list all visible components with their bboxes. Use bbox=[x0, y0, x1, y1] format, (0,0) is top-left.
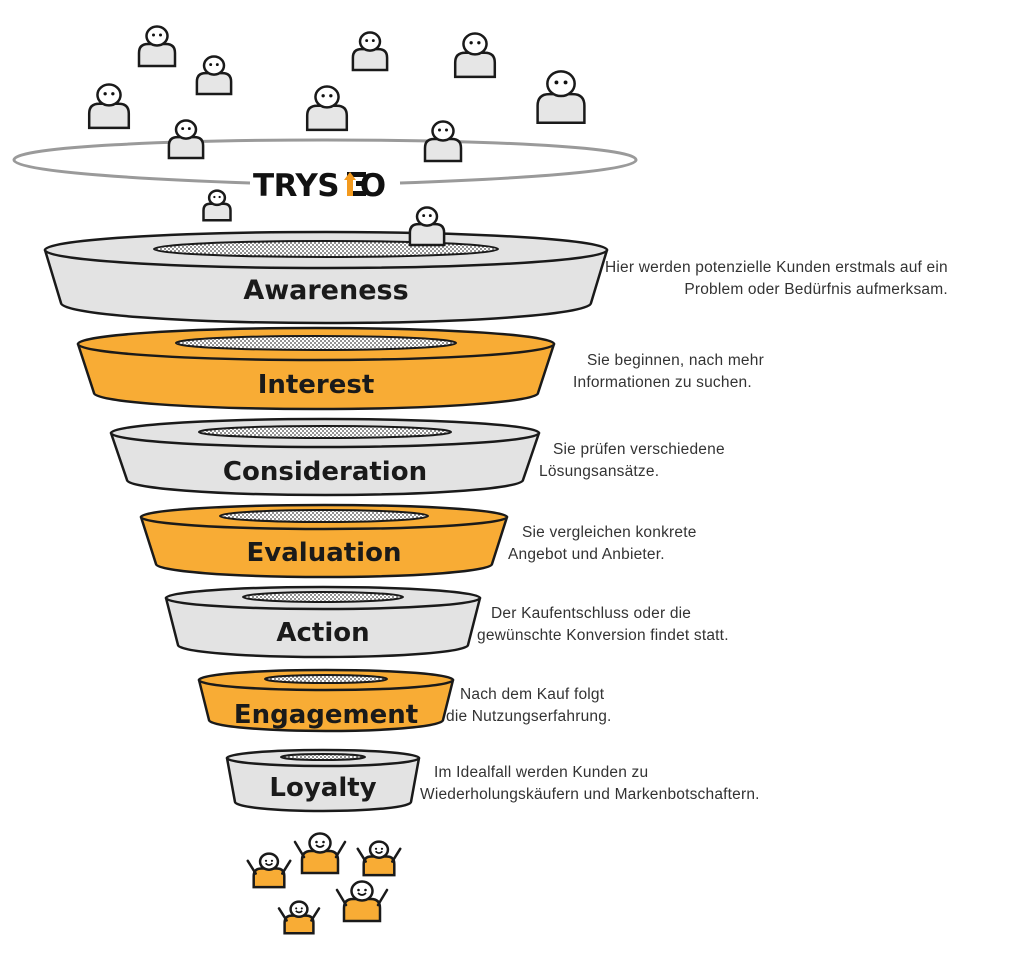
description-line: Der Kaufentschluss oder die bbox=[491, 605, 692, 622]
happy-customer-icon bbox=[335, 880, 389, 923]
stage-label: Engagement bbox=[234, 700, 418, 730]
description-line: Lösungsansätze. bbox=[539, 463, 660, 480]
description-line: Hier werden potenzielle Kunden erstmals … bbox=[605, 259, 948, 276]
person-icon bbox=[195, 55, 233, 96]
description-line: gewünschte Konversion findet statt. bbox=[477, 627, 729, 644]
description-line: die Nutzungserfahrung. bbox=[446, 708, 612, 725]
stage-awareness: Awareness bbox=[43, 230, 609, 325]
customers-group bbox=[246, 832, 402, 935]
description-line: Sie beginnen, nach mehr bbox=[587, 352, 764, 369]
stage-label: Awareness bbox=[243, 275, 408, 306]
description-line: Im Idealfall werden Kunden zu bbox=[434, 764, 649, 781]
person-icon bbox=[351, 31, 389, 72]
happy-customer-icon bbox=[277, 900, 321, 935]
description-line: Sie prüfen verschiedene bbox=[553, 441, 725, 458]
person-icon bbox=[87, 83, 131, 130]
tryseo-logo: TRYSEO bbox=[253, 168, 386, 204]
person-icon bbox=[202, 189, 232, 222]
happy-customer-icon bbox=[246, 852, 292, 889]
stage-label: Action bbox=[276, 618, 369, 648]
description-line: Informationen zu suchen. bbox=[573, 374, 752, 391]
description-action: Der Kaufentschluss oder die gewünschte Ko… bbox=[477, 603, 729, 647]
person-icon bbox=[137, 25, 177, 68]
person-icon bbox=[453, 32, 497, 79]
description-line: Sie vergleichen konkrete bbox=[522, 524, 697, 541]
funnel: AwarenessInterestConsiderationEvaluation… bbox=[43, 206, 609, 813]
person-icon bbox=[305, 85, 349, 132]
description-engagement: Nach dem Kauf folgt die Nutzungserfahrung… bbox=[446, 684, 612, 728]
prospects-group bbox=[87, 25, 586, 222]
description-line: Angebot und Anbieter. bbox=[508, 546, 665, 563]
description-line: Problem oder Bedürfnis aufmerksam. bbox=[684, 281, 948, 298]
happy-customer-icon bbox=[293, 832, 347, 875]
person-icon bbox=[167, 119, 205, 160]
stage-action: Action bbox=[164, 585, 482, 659]
happy-customer-icon bbox=[356, 840, 402, 877]
stage-interest: Interest bbox=[76, 326, 556, 411]
person-icon bbox=[408, 206, 446, 247]
stage-evaluation: Evaluation bbox=[139, 503, 509, 579]
description-awareness: Hier werden potenzielle Kunden erstmals … bbox=[605, 257, 948, 301]
description-line: Nach dem Kauf folgt bbox=[460, 686, 605, 703]
stage-label: Loyalty bbox=[269, 773, 376, 803]
description-loyalty: Im Idealfall werden Kunden zu Wiederholun… bbox=[420, 762, 760, 806]
stage-label: Consideration bbox=[223, 457, 427, 487]
stage-consideration: Consideration bbox=[109, 417, 541, 497]
stage-label: Evaluation bbox=[247, 538, 402, 568]
stage-label: Interest bbox=[258, 370, 375, 400]
person-icon bbox=[536, 70, 586, 124]
stage-loyalty: Loyalty bbox=[225, 748, 421, 813]
description-line: Wiederholungskäufern und Markenbotschaft… bbox=[420, 786, 760, 803]
top-ring bbox=[12, 138, 638, 185]
stage-engagement: Engagement bbox=[197, 668, 455, 733]
person-icon bbox=[423, 120, 463, 163]
